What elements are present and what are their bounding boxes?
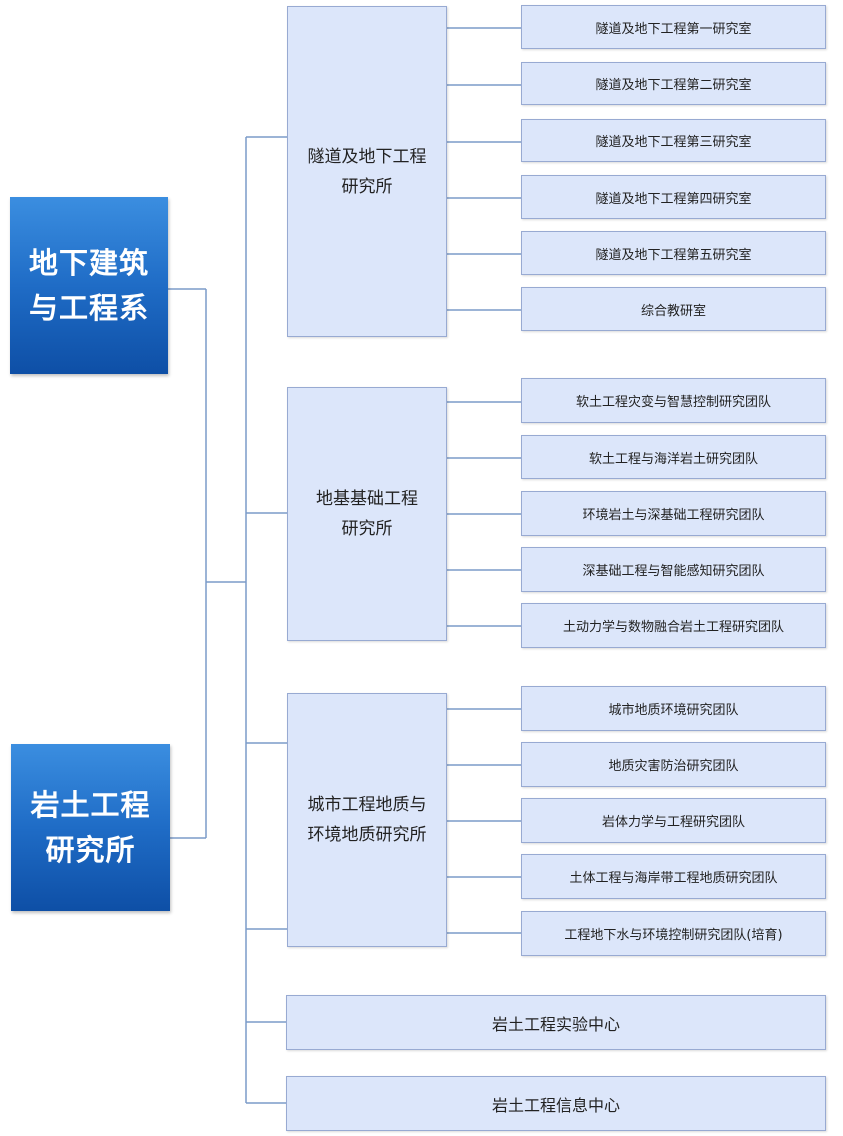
lab-center-node: 岩土工程实验中心 [286, 995, 826, 1050]
institute-geology-node: 城市工程地质与 环境地质研究所 [287, 693, 447, 947]
team-node: 地质灾害防治研究团队 [521, 742, 826, 787]
team-node: 土体工程与海岸带工程地质研究团队 [521, 854, 826, 899]
root-department-line2: 与工程系 [28, 290, 149, 325]
lab-node: 隧道及地下工程第三研究室 [521, 119, 826, 162]
root-institute-node: 岩土工程 研究所 [11, 744, 170, 911]
institute-foundation-line2: 研究所 [341, 519, 393, 539]
institute-tunnel-line1: 隧道及地下工程 [307, 146, 427, 167]
team-node: 深基础工程与智能感知研究团队 [521, 547, 826, 592]
institute-foundation-node: 地基基础工程 研究所 [287, 387, 447, 641]
institute-foundation-line1: 地基基础工程 [316, 489, 418, 509]
team-node: 环境岩土与深基础工程研究团队 [521, 491, 826, 536]
team-node: 工程地下水与环境控制研究团队(培育) [521, 911, 826, 956]
team-node: 城市地质环境研究团队 [521, 686, 826, 731]
team-node: 软土工程与海洋岩土研究团队 [521, 435, 826, 479]
lab-node: 隧道及地下工程第五研究室 [521, 231, 826, 275]
root-institute-line2: 研究所 [45, 832, 136, 867]
team-node: 岩体力学与工程研究团队 [521, 798, 826, 843]
team-node: 软土工程灾变与智慧控制研究团队 [521, 378, 826, 423]
lab-node: 隧道及地下工程第四研究室 [521, 175, 826, 219]
root-department-node: 地下建筑 与工程系 [10, 197, 168, 374]
team-node: 土动力学与数物融合岩土工程研究团队 [521, 603, 826, 648]
institute-geology-line2: 环境地质研究所 [307, 825, 427, 845]
lab-node: 隧道及地下工程第一研究室 [521, 5, 826, 49]
lab-node: 隧道及地下工程第二研究室 [521, 62, 826, 105]
root-department-line1: 地下建筑 [28, 245, 149, 280]
lab-node: 综合教研室 [521, 287, 826, 331]
root-institute-line1: 岩土工程 [30, 787, 151, 822]
info-center-node: 岩土工程信息中心 [286, 1076, 826, 1131]
institute-geology-line1: 城市工程地质与 [307, 795, 427, 815]
institute-tunnel-node: 隧道及地下工程 研究所 [287, 6, 447, 337]
institute-tunnel-line2: 研究所 [341, 176, 393, 197]
